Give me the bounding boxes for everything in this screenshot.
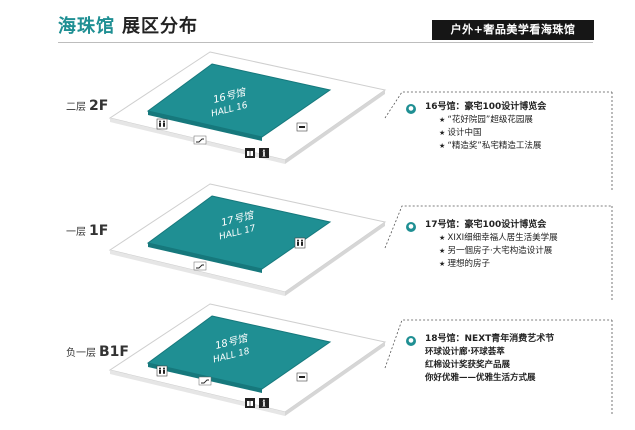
info-item: 理想的房子 — [425, 258, 615, 271]
header-badge: 户外+奢品美学看海珠馆 — [432, 20, 594, 40]
floor-prefix: 二层 — [66, 102, 86, 113]
info-heading: 18号馆：NEXT青年消费艺术节 — [425, 334, 555, 344]
info-item: 另一個房子·大宅构造设计展 — [425, 245, 615, 258]
floor-level: 2F — [89, 98, 109, 114]
floor-prefix: 负一层 — [66, 348, 96, 359]
page-title-sub: 展区分布 — [122, 16, 198, 37]
info-item: 你好优雅——优雅生活方式展 — [425, 373, 536, 383]
elevator-icon — [245, 148, 255, 158]
page-title-main: 海珠馆 — [58, 16, 115, 37]
info-item: 红棉设计奖获奖产品展 — [425, 360, 511, 370]
info-block-16: 16号馆：豪宅100设计博览会 “花好院园”超级花园展 设计中国 “精造奖”私宅… — [425, 101, 615, 153]
info-block-18: 18号馆：NEXT青年消费艺术节 环球设计廊·环球荟萃 红棉设计奖获奖产品展 你… — [425, 333, 615, 385]
floor-level: 1F — [89, 223, 109, 239]
info-item: 环球设计廊·环球荟萃 — [425, 347, 505, 357]
floor-1f: 17号馆 HALL 17 — [108, 183, 387, 296]
escalator-icon — [193, 261, 207, 271]
restroom-icon — [156, 118, 168, 130]
pin-icon: ● — [406, 104, 416, 114]
restroom-icon — [294, 237, 306, 249]
escalator-icon — [193, 135, 207, 145]
info-icon — [259, 148, 269, 160]
info-icon — [259, 398, 269, 410]
service-desk-icon — [296, 122, 308, 132]
floor-b1f: 18号馆 HALL 18 — [108, 303, 387, 416]
elevator-icon — [245, 398, 255, 408]
service-desk-icon — [296, 372, 308, 382]
info-heading: 17号馆：豪宅100设计博览会 — [425, 220, 547, 230]
title-divider — [58, 42, 593, 43]
info-item: “精造奖”私宅精造工法展 — [425, 140, 615, 153]
pin-icon: ● — [406, 336, 416, 346]
restroom-icon — [156, 365, 168, 377]
info-item: XIXI细细幸福人居生活美学展 — [425, 232, 615, 245]
floor-prefix: 一层 — [66, 227, 86, 238]
info-block-17: 17号馆：豪宅100设计博览会 XIXI细细幸福人居生活美学展 另一個房子·大宅… — [425, 219, 615, 271]
info-heading: 16号馆：豪宅100设计博览会 — [425, 102, 547, 112]
escalator-icon — [198, 376, 212, 386]
info-item: 设计中国 — [425, 127, 615, 140]
floor-level: B1F — [99, 344, 129, 360]
floor-2f: 16号馆 HALL 16 — [108, 51, 387, 164]
info-item: “花好院园”超级花园展 — [425, 114, 615, 127]
pin-icon: ● — [406, 222, 416, 232]
